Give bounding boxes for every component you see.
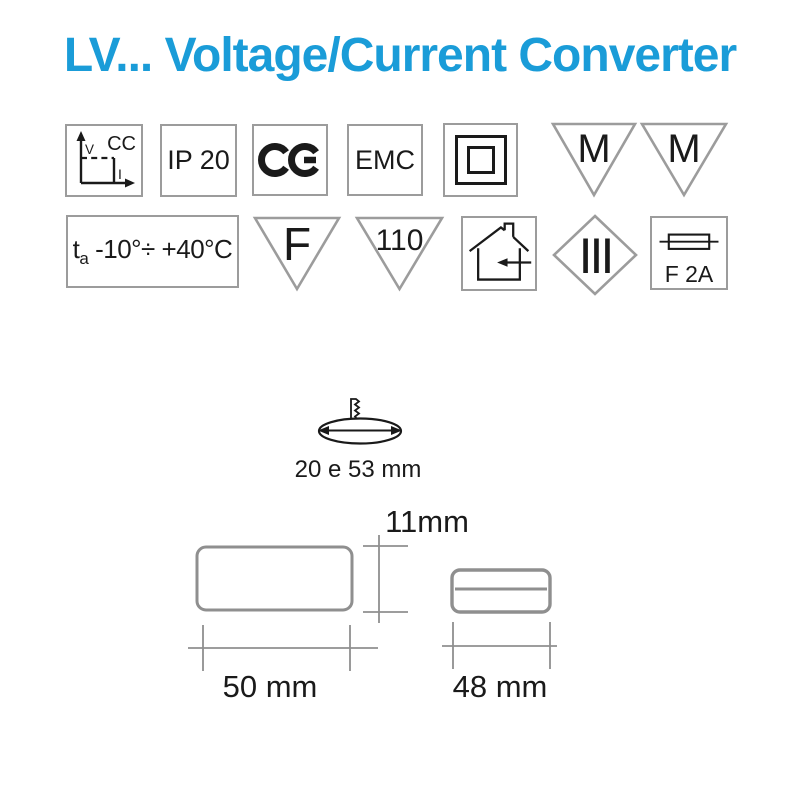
converter-body-outline	[195, 545, 354, 612]
m-label-1: M	[577, 127, 610, 171]
class2-badge	[443, 123, 518, 197]
ce-mark-icon	[258, 143, 319, 177]
cc-curve-badge: V I CC	[65, 124, 143, 197]
emc-badge: EMC	[347, 124, 423, 196]
cc-i-label: I	[118, 166, 122, 182]
cover-width-dimension-label: 48 mm	[453, 669, 548, 704]
cutout-size-label: 20 e 53 mm	[295, 456, 421, 483]
m-triangle-badge-2: M	[639, 122, 729, 198]
cover-width-dimension-lines	[442, 622, 557, 669]
class3-label: III	[579, 228, 612, 284]
temp-110-label: 110	[376, 224, 424, 257]
class3-diamond-badge: III	[552, 214, 638, 296]
cc-v-label: V	[85, 142, 94, 157]
indoor-use-icon	[468, 222, 532, 281]
m-label-2: M	[667, 127, 700, 171]
dimension-drawing: 11mm 50 mm 48 mm	[188, 504, 557, 704]
page-title: LV... Voltage/Current Converter	[63, 29, 737, 82]
ce-badge	[252, 124, 328, 196]
fuse-rating-label: F 2A	[664, 261, 714, 287]
f-triangle-badge: F	[252, 216, 342, 292]
ip20-label: IP 20	[167, 145, 230, 175]
ip20-badge: IP 20	[160, 124, 237, 197]
m-triangle-badge-1: M	[550, 122, 638, 198]
body-width-dimension-label: 50 mm	[223, 669, 318, 704]
class-ii-double-insulation-icon	[454, 135, 507, 185]
height-dimension-lines	[363, 535, 408, 623]
ambient-temperature-badge: ta -10°÷ +40°C	[66, 215, 239, 288]
emc-label: EMC	[355, 144, 415, 175]
fuse-badge: F 2A	[650, 216, 728, 290]
height-dimension-label: 11mm	[385, 504, 469, 539]
mounting-hole-cutout-icon	[317, 398, 403, 445]
body-width-dimension-lines	[188, 625, 378, 671]
fuse-icon	[659, 233, 719, 250]
indoor-use-badge	[461, 216, 537, 291]
f-label: F	[283, 218, 311, 270]
mounting-hole-cutout: 20 e 53 mm	[295, 398, 421, 483]
constant-current-curve-icon: V I CC	[76, 131, 136, 188]
converter-cover-outline	[450, 568, 552, 614]
cc-label: CC	[107, 133, 136, 155]
temp-110-triangle-badge: 110	[354, 216, 445, 292]
ta-label: ta -10°÷ +40°C	[72, 233, 233, 269]
